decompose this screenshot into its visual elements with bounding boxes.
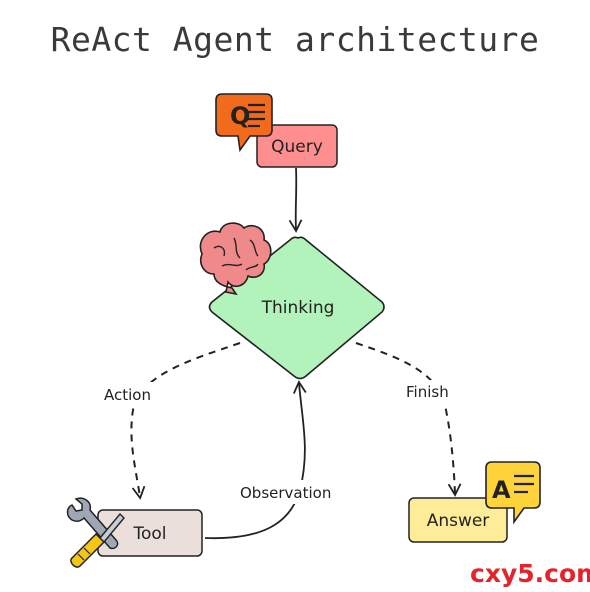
query-chat-icon: Q	[215, 93, 273, 153]
answer-chat-icon: A	[485, 461, 541, 525]
edge-action	[130, 342, 241, 500]
diagram-title: ReAct Agent architecture	[50, 20, 540, 59]
answer-icon-letter: A	[492, 476, 511, 504]
edge-finish	[355, 342, 462, 497]
query-icon-letter: Q	[230, 102, 250, 130]
action-label-bg	[100, 382, 166, 406]
node-answer-label: Answer	[427, 511, 490, 531]
brain-icon	[199, 222, 272, 296]
edge-label-action: Action	[104, 386, 151, 404]
edge-label-finish: Finish	[406, 383, 449, 401]
node-query: Query	[256, 124, 338, 168]
observation-label-bg	[236, 480, 358, 504]
edge-observation	[204, 380, 307, 540]
node-answer: Answer	[408, 497, 508, 543]
node-tool-label: Tool	[132, 524, 166, 544]
tools-icon	[66, 497, 125, 568]
node-thinking-label: Thinking	[261, 298, 335, 318]
watermark: cxy5.com	[470, 559, 590, 588]
edge-query-thinking	[288, 167, 303, 233]
node-query-label: Query	[271, 137, 323, 157]
finish-label-bg	[402, 380, 468, 404]
edge-label-observation: Observation	[240, 484, 331, 502]
